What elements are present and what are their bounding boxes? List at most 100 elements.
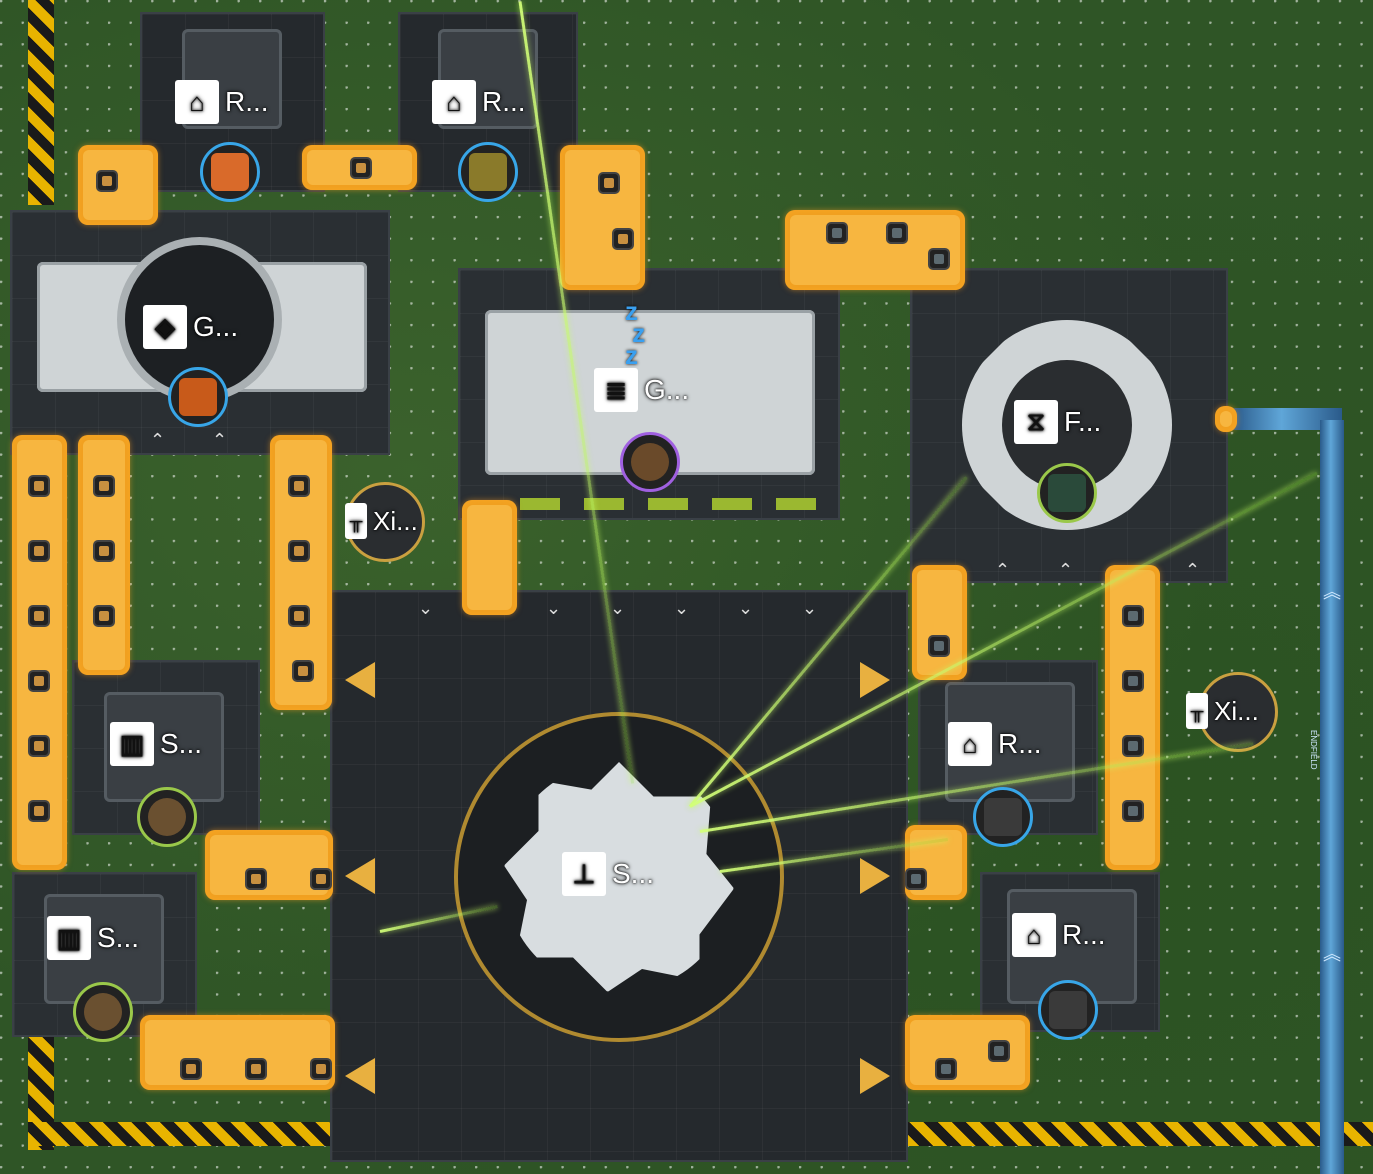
belt-item [245, 1058, 267, 1080]
pipe-flow-chevron-icon: ︽ [1323, 582, 1341, 602]
chevron-up-icon: ⌃ [150, 430, 166, 450]
belt-item [288, 540, 310, 562]
belt-item [245, 868, 267, 890]
belt-item [310, 868, 332, 890]
filling-unit-right-label[interactable]: ⧖F... [1014, 400, 1101, 444]
xiranite-relay-right-label[interactable]: ╥Xi... [1186, 693, 1259, 729]
core-hub-pad[interactable] [330, 590, 908, 1162]
refinery-top-mid-label[interactable]: ⌂R... [432, 80, 526, 124]
refinery-top-mid-product-badge[interactable] [458, 142, 518, 202]
belt-item [180, 1058, 202, 1080]
conveyor-belt[interactable] [205, 830, 333, 900]
belt-item [310, 1058, 332, 1080]
core-input-arrow-icon [345, 1058, 375, 1094]
chevron-up-icon: ⌃ [212, 430, 228, 450]
belt-item [28, 540, 50, 562]
conveyor-belt[interactable] [560, 145, 645, 290]
chevron-down-icon: ⌄ [674, 598, 690, 618]
conveyor-belt[interactable] [912, 565, 967, 680]
belt-item [28, 800, 50, 822]
core-input-arrow-icon [860, 662, 890, 698]
refinery-top-left-label[interactable]: ⌂R... [175, 80, 269, 124]
belt-item [28, 670, 50, 692]
belt-item [28, 475, 50, 497]
core-input-arrow-icon [345, 662, 375, 698]
gearing-unit-icon: ≣ [594, 368, 638, 412]
refinery-icon: ⌂ [432, 80, 476, 124]
belt-item [288, 475, 310, 497]
relay-tower-icon: ╥ [1186, 693, 1208, 729]
shredder-icon: ▥ [110, 722, 154, 766]
pipe-marker-text: ENDFIELD [1309, 730, 1318, 770]
belt-item [96, 170, 118, 192]
core-hub-label[interactable]: ⊥S... [562, 852, 654, 896]
conveyor-belt[interactable] [140, 1015, 335, 1090]
belt-item [93, 605, 115, 627]
shredder-icon: ▥ [47, 916, 91, 960]
belt-item [288, 605, 310, 627]
chevron-down-icon: ⌄ [610, 598, 626, 618]
grinder-left-label[interactable]: ◈G... [143, 305, 238, 349]
conveyor-belt[interactable] [78, 145, 158, 225]
gear-unit-center-product-badge[interactable] [620, 432, 680, 492]
conveyor-belt[interactable] [1215, 406, 1237, 432]
shredder-lower-product-badge[interactable] [73, 982, 133, 1042]
filling-unit-icon: ⧖ [1014, 400, 1058, 444]
belt-item [1122, 670, 1144, 692]
belt-item [1122, 800, 1144, 822]
refinery-right-upper-label[interactable]: ⌂R... [948, 722, 1042, 766]
belt-item [935, 1058, 957, 1080]
chevron-up-icon: ⌃ [995, 560, 1011, 580]
hazard-border-bottom-right [905, 1122, 1373, 1146]
shredder-lower-label[interactable]: ▥S... [47, 916, 139, 960]
water-pipe-vertical [1320, 420, 1344, 1174]
belt-item [928, 635, 950, 657]
refinery-icon: ⌂ [175, 80, 219, 124]
chevron-up-icon: ⌃ [1185, 560, 1201, 580]
filling-unit-right-product-badge[interactable] [1037, 463, 1097, 523]
core-input-arrow-icon [860, 1058, 890, 1094]
belt-item [28, 735, 50, 757]
pipe-flow-chevron-icon: ︽ [1323, 944, 1341, 964]
core-input-arrow-icon [345, 858, 375, 894]
refinery-right-lower-product-badge[interactable] [1038, 980, 1098, 1040]
hazard-border-left [28, 0, 54, 205]
belt-item [905, 868, 927, 890]
chevron-up-icon: ⌃ [1058, 560, 1074, 580]
xiranite-relay-left-label[interactable]: ╥Xi... [345, 503, 418, 539]
chevron-down-icon: ⌄ [802, 598, 818, 618]
water-pipe-horizontal [1232, 408, 1342, 430]
shredder-upper-label[interactable]: ▥S... [110, 722, 202, 766]
belt-item [93, 540, 115, 562]
belt-item [612, 228, 634, 250]
chevron-down-icon: ⌄ [738, 598, 754, 618]
grinder-icon: ◈ [143, 305, 187, 349]
belt-item [292, 660, 314, 682]
hazard-border-bottom-left [28, 1122, 338, 1146]
belt-item [28, 605, 50, 627]
refinery-icon: ⌂ [1012, 913, 1056, 957]
grinder-left-product-badge[interactable] [168, 367, 228, 427]
refinery-right-lower-label[interactable]: ⌂R... [1012, 913, 1106, 957]
belt-item [1122, 735, 1144, 757]
belt-item [93, 475, 115, 497]
refinery-right-upper-product-badge[interactable] [973, 787, 1033, 847]
belt-item [826, 222, 848, 244]
relay-tower-icon: ╥ [345, 503, 367, 539]
chevron-down-icon: ⌄ [546, 598, 562, 618]
conveyor-belt[interactable] [905, 1015, 1030, 1090]
core-hub-icon: ⊥ [562, 852, 606, 896]
shredder-upper-product-badge[interactable] [137, 787, 197, 847]
conveyor-belt[interactable] [12, 435, 67, 870]
refinery-top-left-product-badge[interactable] [200, 142, 260, 202]
belt-item [886, 222, 908, 244]
refinery-top-left-pad[interactable] [140, 12, 325, 192]
refinery-icon: ⌂ [948, 722, 992, 766]
chevron-down-icon: ⌄ [418, 598, 434, 618]
gear-unit-center-label[interactable]: ≣G... [594, 368, 689, 412]
conveyor-belt[interactable] [462, 500, 517, 615]
core-input-arrow-icon [860, 858, 890, 894]
belt-item [988, 1040, 1010, 1062]
